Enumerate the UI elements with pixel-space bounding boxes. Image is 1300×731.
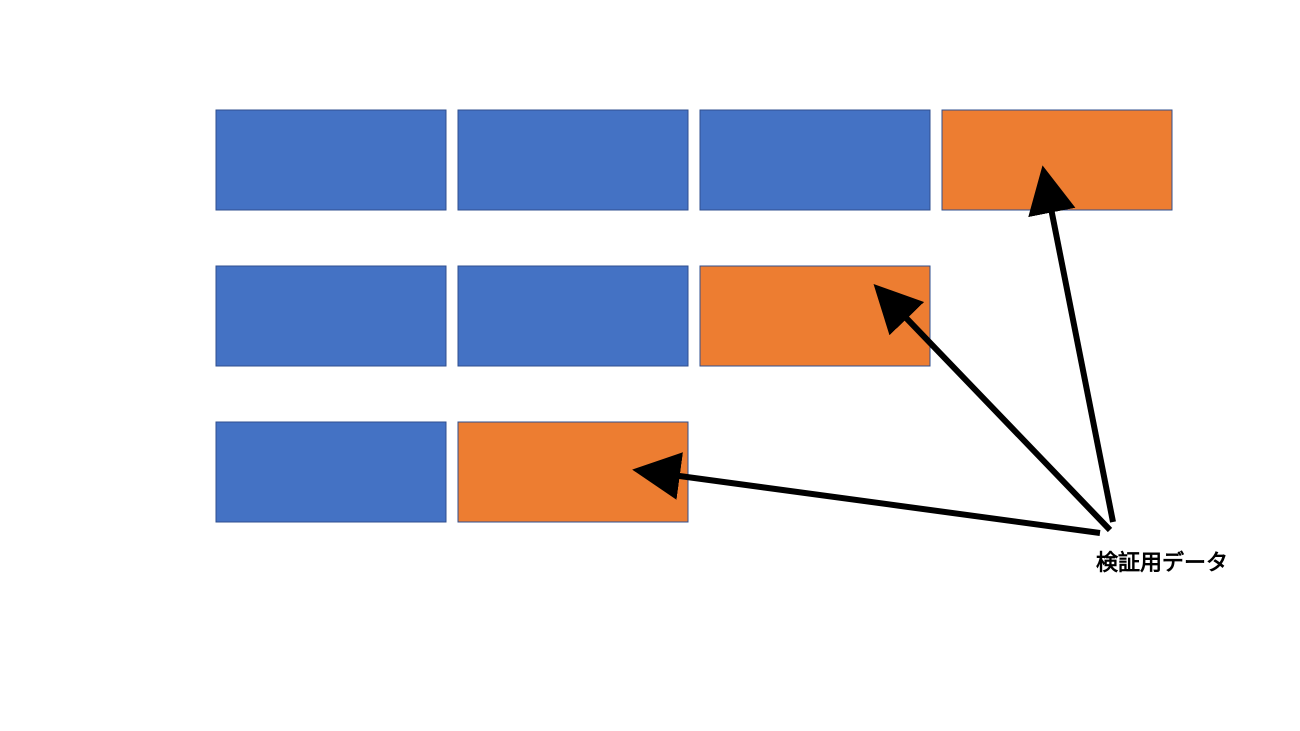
validation-data-label: 検証用データ (1096, 550, 1228, 576)
validation-block (699, 265, 931, 367)
data-blocks (215, 109, 1173, 523)
training-block (215, 421, 447, 523)
training-block (457, 265, 689, 367)
training-block (457, 109, 689, 211)
label-arrows (632, 165, 1116, 536)
arrow-to-validation-block (1028, 165, 1116, 523)
arrow-to-validation-block (632, 452, 1101, 536)
training-block (215, 265, 447, 367)
arrow-to-validation-block (873, 284, 1113, 533)
training-block (215, 109, 447, 211)
training-block (699, 109, 931, 211)
validation-block (941, 109, 1173, 211)
